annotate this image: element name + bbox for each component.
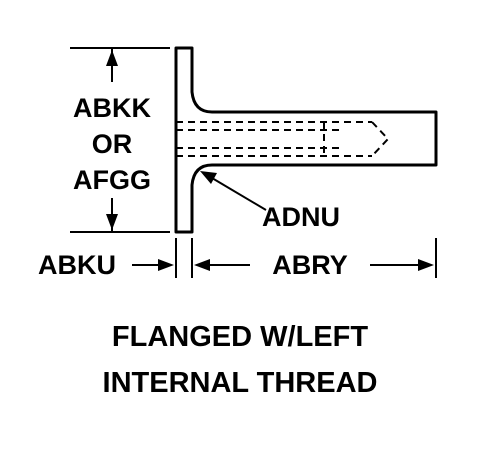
flange-outline — [174, 46, 438, 234]
thread-callout: ADNU — [200, 171, 340, 232]
thread-leader-line — [211, 177, 267, 211]
caption-line-2: INTERNAL THREAD — [103, 367, 378, 399]
flange-height-label-3: AFGG — [73, 165, 151, 195]
bottom-dimensions: ABKU ABRY — [38, 238, 437, 280]
arrow-up-icon — [106, 50, 118, 66]
body-length-label: ABRY — [272, 250, 348, 280]
arrow-left-icon — [194, 259, 210, 271]
arrow-right-icon — [158, 259, 174, 271]
arrow-down-icon — [106, 214, 118, 230]
part-outline — [174, 46, 438, 234]
flange-height-dimension: ABKK OR AFGG — [70, 47, 170, 233]
internal-thread-hidden-lines — [176, 121, 390, 157]
drill-point — [371, 121, 390, 157]
arrow-right-end-icon — [418, 259, 434, 271]
caption: FLANGED W/LEFT INTERNAL THREAD — [103, 321, 378, 399]
caption-line-1: FLANGED W/LEFT — [112, 321, 368, 353]
thread-label: ADNU — [262, 202, 340, 232]
flange-height-label-1: ABKK — [73, 93, 151, 123]
flange-thickness-label: ABKU — [38, 250, 116, 280]
flange-height-label-2: OR — [92, 129, 133, 159]
thread-leader-arrow-icon — [200, 171, 217, 184]
